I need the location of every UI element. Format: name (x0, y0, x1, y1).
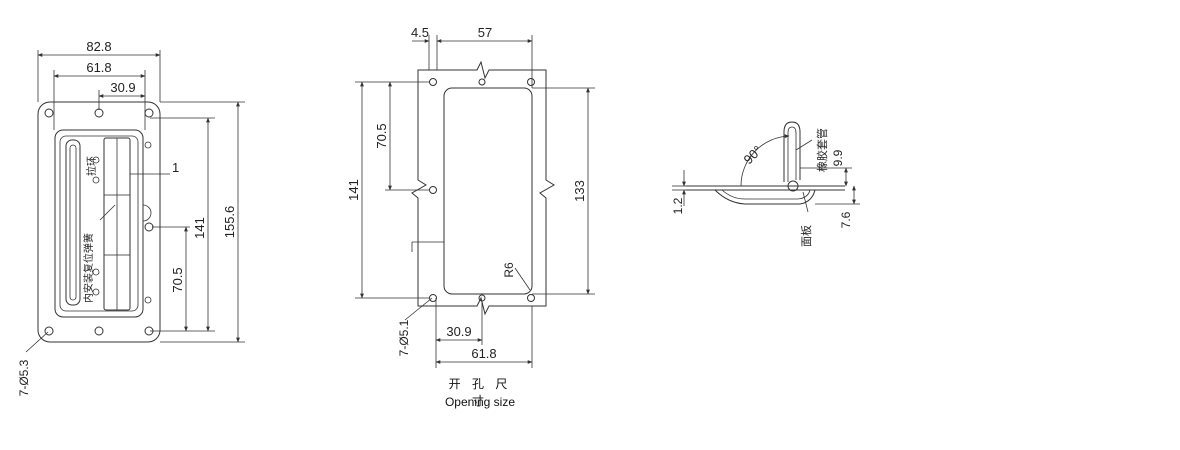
side-handle (783, 121, 801, 182)
dim-155-6: 155.6 (222, 206, 237, 239)
side-view: 90° 橡胶套管 9.9 7.6 1.2 面板 (671, 121, 860, 247)
opening-holes (429, 78, 535, 302)
dim-30-9-opening: 30.9 (446, 324, 471, 339)
dim-61-8-opening: 61.8 (471, 346, 496, 361)
handle-bar-inner (69, 144, 77, 301)
label-panel: 面板 (799, 225, 813, 247)
dim-30-9: 30.9 (110, 80, 135, 95)
dim-r6: R6 (502, 262, 516, 278)
label-holes-5-1: 7-Ø5.1 (397, 319, 411, 356)
caption-chinese: 开 孔 尺 寸 (448, 377, 512, 408)
dim-133: 133 (572, 180, 587, 202)
label-holes-5-3: 7-Ø5.3 (17, 359, 31, 396)
dim-1-2: 1.2 (671, 197, 685, 214)
dim-70-5-opening: 70.5 (374, 123, 389, 148)
dim-90-degree: 90° (741, 143, 766, 168)
dim-57: 57 (478, 25, 492, 40)
dim-70-5: 70.5 (170, 267, 185, 292)
dim-61-8: 61.8 (86, 60, 111, 75)
label-inner-spring: 内安装复位弹簧 (82, 233, 95, 303)
outer-plate (37, 101, 161, 343)
dim-4-5: 4.5 (411, 25, 429, 40)
center-notch (142, 204, 152, 222)
dim-141: 141 (192, 217, 207, 239)
dim-7-6: 7.6 (839, 211, 853, 228)
front-view: 82.8 61.8 30.9 155.6 141 70.5 1 拉环 内安装复位… (17, 39, 245, 396)
label-rubber-sleeve: 橡胶套管 (815, 128, 829, 172)
label-pull-ring: 拉环 (85, 156, 98, 176)
side-hinge (787, 180, 799, 192)
recess (54, 129, 144, 318)
caption-english: Opening size (444, 395, 516, 409)
dim-82-8: 82.8 (86, 39, 111, 54)
spring-box (103, 194, 131, 256)
inner-opening (443, 87, 533, 295)
opening-outline (411, 60, 555, 316)
dim-9-9: 9.9 (831, 149, 845, 166)
side-recess (714, 189, 816, 205)
handle-bar (65, 139, 81, 306)
mounting-holes (44, 108, 154, 336)
dim-141-opening: 141 (346, 179, 361, 201)
dim-1: 1 (172, 160, 179, 175)
opening-view: 4.5 57 141 70.5 133 R6 30.9 61.8 7-Ø5.1 (346, 25, 595, 368)
recess-inner (59, 135, 139, 312)
